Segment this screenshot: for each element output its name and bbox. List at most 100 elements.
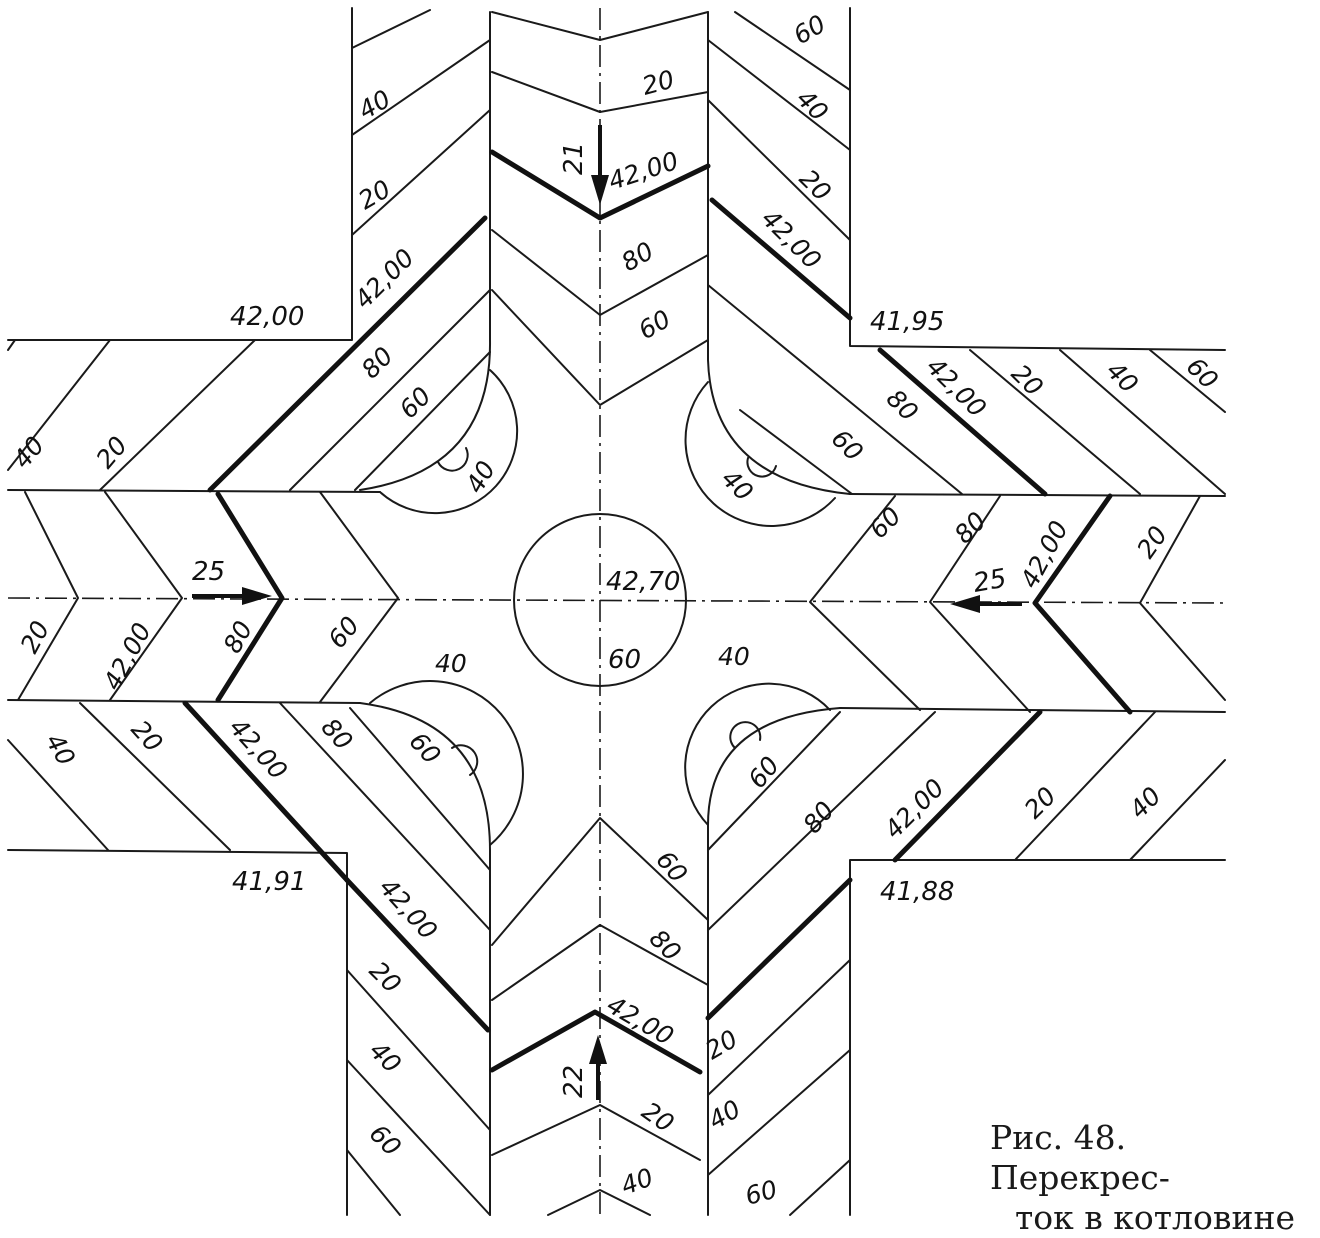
contour-42-ne2: [877, 347, 1048, 497]
elev-42-south: 42,00: [602, 990, 678, 1051]
west-60: [319, 491, 399, 703]
lbl-s-60: 60: [650, 845, 693, 888]
elev-42-se: 42,00: [879, 773, 950, 844]
sw-a: [7, 739, 109, 851]
lbl-ne-40i: 40: [716, 464, 759, 507]
flow-arrows: [192, 125, 1022, 1100]
lbl-se-40: 40: [1124, 781, 1167, 824]
contour-42-west: [215, 491, 285, 703]
contour-42-sw2: [344, 877, 491, 1033]
curb-sw: [359, 702, 491, 1216]
contours-42: [182, 149, 1133, 1075]
nw-60: [354, 351, 491, 491]
se-s40: [707, 1049, 851, 1176]
se-80: [707, 711, 936, 931]
south-60: [491, 817, 709, 946]
lbl-nw-80: 80: [356, 341, 399, 384]
contours-ne: [707, 284, 1226, 495]
sidewalk-nw-2: [351, 39, 491, 136]
elev-42-ne: 42,00: [756, 204, 827, 275]
sw-20: [346, 969, 491, 1131]
south-20: [491, 1104, 701, 1161]
sidewalk-ne-2: [707, 99, 851, 241]
contour-north-80: [491, 229, 709, 316]
sw-60b: [346, 1149, 401, 1216]
contour-42-nw: [207, 215, 488, 493]
lbl-n-60: 60: [634, 304, 676, 345]
contour-42-south: [489, 1009, 703, 1075]
slope-west: 25: [192, 557, 225, 587]
lbl-sw-40b: 40: [364, 1036, 407, 1079]
nw-a: [7, 339, 16, 351]
nw-c: [99, 339, 256, 491]
se-s20: [707, 959, 851, 1096]
lbl-ne-60i: 60: [826, 424, 869, 467]
lbl-w-80: 80: [218, 616, 259, 658]
nw-80: [289, 289, 491, 491]
contour-42-se2: [892, 709, 1043, 863]
elev-42-north: 42,00: [605, 146, 682, 196]
slope-south: 22: [559, 1065, 589, 1098]
nw-b: [7, 339, 111, 471]
elev-42-west: 42,00: [98, 618, 157, 695]
ne-20: [969, 349, 1141, 495]
lbl-sw-40i: 40: [435, 649, 467, 678]
axis-horizontal: [7, 597, 1226, 604]
contour-42-sw: [182, 700, 350, 883]
figure-caption: Рис. 48. Перекрес- ток в котловине: [990, 1118, 1310, 1238]
contour-42-east: [1032, 493, 1133, 715]
lbl-se-60: 60: [742, 751, 785, 794]
lbl-w-60: 60: [322, 611, 365, 654]
elev-corner-ne: 41,95: [870, 307, 944, 337]
south-80: [491, 924, 709, 1001]
inlet-arc-sw: [369, 680, 524, 846]
contour-42-se: [705, 877, 853, 1021]
sidewalk-nw-3: [351, 109, 491, 236]
lbl-ne-20: 20: [794, 164, 837, 207]
lbl-s-40: 40: [617, 1163, 657, 1201]
lbl-sw-60b: 60: [364, 1119, 407, 1162]
edge-east-lower: [839, 707, 1226, 713]
lbl-ne-60: 60: [789, 9, 831, 50]
elev-42-nw: 42,00: [349, 243, 420, 314]
inlet-arcs: [369, 369, 836, 846]
lbl-nw-20: 20: [354, 174, 396, 215]
contours-south: [491, 817, 709, 1216]
contour-42-ne: [709, 197, 853, 321]
contour-42-north: [489, 149, 711, 221]
contours-east: [809, 495, 1226, 713]
inlet-small-sw: [451, 744, 479, 776]
lbl-ne-40: 40: [791, 84, 834, 127]
lbl-nw-60: 60: [394, 381, 437, 424]
boundary-se: [849, 859, 1226, 1216]
lbl-center-60: 60: [608, 645, 641, 675]
arrow-west-head: [242, 587, 272, 605]
lbl-w-20a: 20: [90, 431, 133, 474]
lbl-se-s60: 60: [742, 1175, 780, 1211]
lbl-se-s40: 40: [704, 1094, 746, 1135]
contour-north-20: [491, 71, 709, 113]
sidewalk-ne-3: [734, 11, 851, 91]
ne-60: [739, 409, 853, 495]
se-20: [1014, 711, 1156, 861]
contours-se: [707, 711, 1226, 1216]
curb-nw: [359, 11, 492, 491]
sw-b: [79, 702, 231, 851]
boundary-nw: [7, 7, 353, 341]
boundary-sw: [7, 849, 348, 1216]
sw-60: [349, 707, 491, 871]
se-s60: [789, 1159, 851, 1216]
elev-corner-nw: 42,00: [230, 302, 304, 332]
sidewalk-ne-1: [707, 39, 851, 151]
lbl-w-20: 20: [15, 616, 56, 658]
curb-se: [707, 707, 841, 1216]
east-20: [1139, 495, 1226, 701]
lbl-s-80: 80: [644, 924, 687, 967]
elev-corner-sw: 41,91: [232, 867, 306, 897]
lbl-s-20: 20: [637, 1096, 680, 1138]
south-40: [547, 1189, 651, 1216]
caption-line-2: ток в котловине: [1015, 1198, 1295, 1237]
inlet-small-se: [729, 721, 762, 749]
lbl-se-40i: 40: [718, 642, 750, 671]
